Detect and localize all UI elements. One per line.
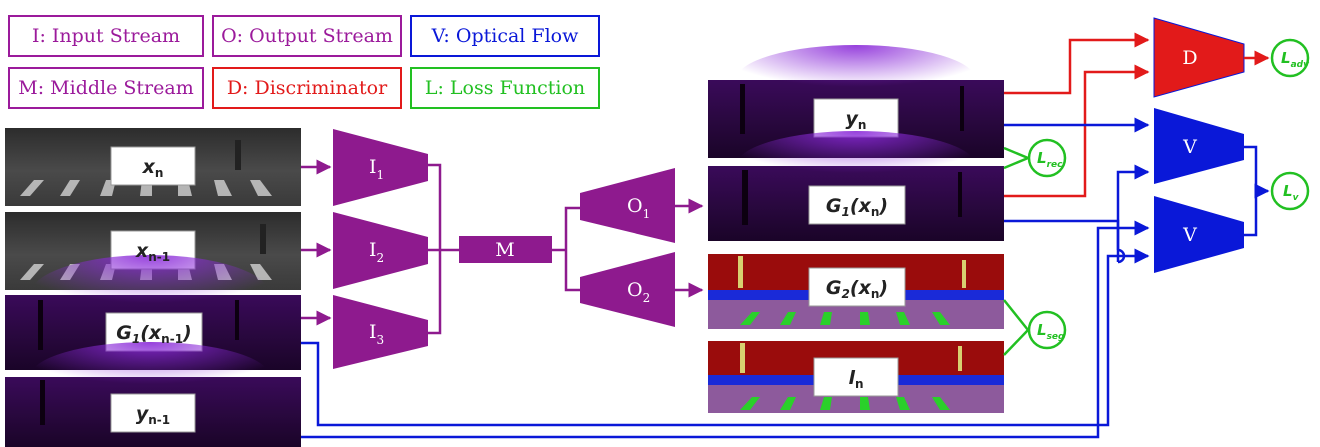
loss-adv: Ladv: [1270, 38, 1310, 78]
legend-loss-function: L: Loss Function: [410, 67, 600, 109]
module-d: [1153, 17, 1245, 98]
label-g1-xn-1: G1(xn-1): [116, 322, 191, 346]
module-m: [459, 236, 552, 263]
output-image-yn: [708, 45, 1004, 158]
label-ln: ln: [848, 367, 863, 391]
input-image-yn-1: [5, 342, 301, 447]
loss-v: Lv: [1270, 171, 1310, 211]
loss-seg: Lseg: [1027, 310, 1067, 350]
module-i2-label: I2: [369, 239, 384, 265]
module-v1-label: V: [1182, 136, 1197, 158]
module-i1: [333, 129, 428, 206]
svg-text:Lv: Lv: [1283, 182, 1300, 203]
label-yn-1: yn-1: [136, 403, 170, 427]
module-v2-label: V: [1182, 224, 1197, 246]
module-o1-label: O1: [627, 195, 650, 221]
legend-middle-stream: M: Middle Stream: [8, 67, 204, 109]
legend-optical-flow: V: Optical Flow: [410, 15, 600, 57]
module-i3-label: I3: [369, 321, 384, 347]
legend-input-stream: I: Input Stream: [8, 15, 204, 57]
output-image-g1-xn: [708, 131, 1004, 241]
module-o2: [580, 252, 675, 327]
svg-text:Ladv: Ladv: [1281, 49, 1310, 70]
svg-text:Lrec: Lrec: [1037, 149, 1063, 170]
module-d-label: D: [1182, 47, 1197, 69]
module-i3: [333, 295, 428, 369]
input-image-xn: [5, 128, 301, 206]
label-g1-xn: G1(xn): [826, 195, 888, 219]
label-g2-xn: G2(xn): [826, 277, 888, 301]
module-v1: [1154, 108, 1244, 184]
module-m-label: M: [495, 239, 514, 261]
module-v2: [1154, 196, 1244, 273]
module-i2: [333, 212, 428, 289]
module-o2-label: O2: [627, 279, 650, 305]
legend-output-stream: O: Output Stream: [212, 15, 402, 57]
label-yn: yn: [846, 108, 867, 132]
svg-text:Lseg: Lseg: [1037, 321, 1065, 342]
loss-rec: Lrec: [1027, 138, 1067, 178]
output-image-ln: [708, 341, 1004, 413]
module-i1-label: I1: [369, 156, 384, 182]
label-xn-1: xn-1: [135, 240, 170, 264]
module-o1: [580, 168, 675, 243]
output-image-g2-xn: [708, 254, 1004, 329]
label-xn: xn: [142, 156, 164, 180]
legend-discriminator: D: Discriminator: [212, 67, 402, 109]
